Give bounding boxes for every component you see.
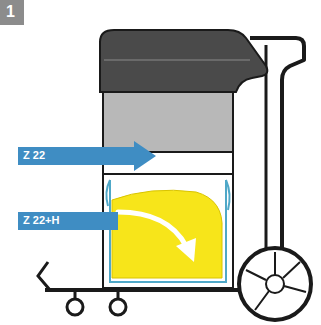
wheel-hub [266, 275, 284, 293]
caster-wheel [110, 299, 126, 315]
accessory-label: Z 22 [23, 150, 45, 161]
base-frame [45, 288, 250, 292]
step-box [0, 0, 24, 25]
z22-arrow [18, 147, 136, 165]
step-number: 1 [6, 4, 15, 20]
z22-arrowhead [134, 141, 156, 171]
z22h-arrow [18, 212, 118, 230]
lid-edge [104, 59, 250, 61]
insert-arrow [118, 212, 186, 246]
caster-fork [75, 292, 118, 300]
head-lid [100, 30, 267, 92]
foot-pedal [38, 262, 50, 290]
wheel-spokes [246, 252, 306, 310]
caster-wheel [67, 299, 83, 315]
container [103, 174, 233, 288]
insert-arrowhead [176, 238, 196, 262]
accessory-label: Z 22+H [23, 215, 59, 226]
rear-wheel [239, 248, 311, 320]
filter-bag [112, 190, 222, 278]
filter-bag-liner [110, 180, 226, 282]
